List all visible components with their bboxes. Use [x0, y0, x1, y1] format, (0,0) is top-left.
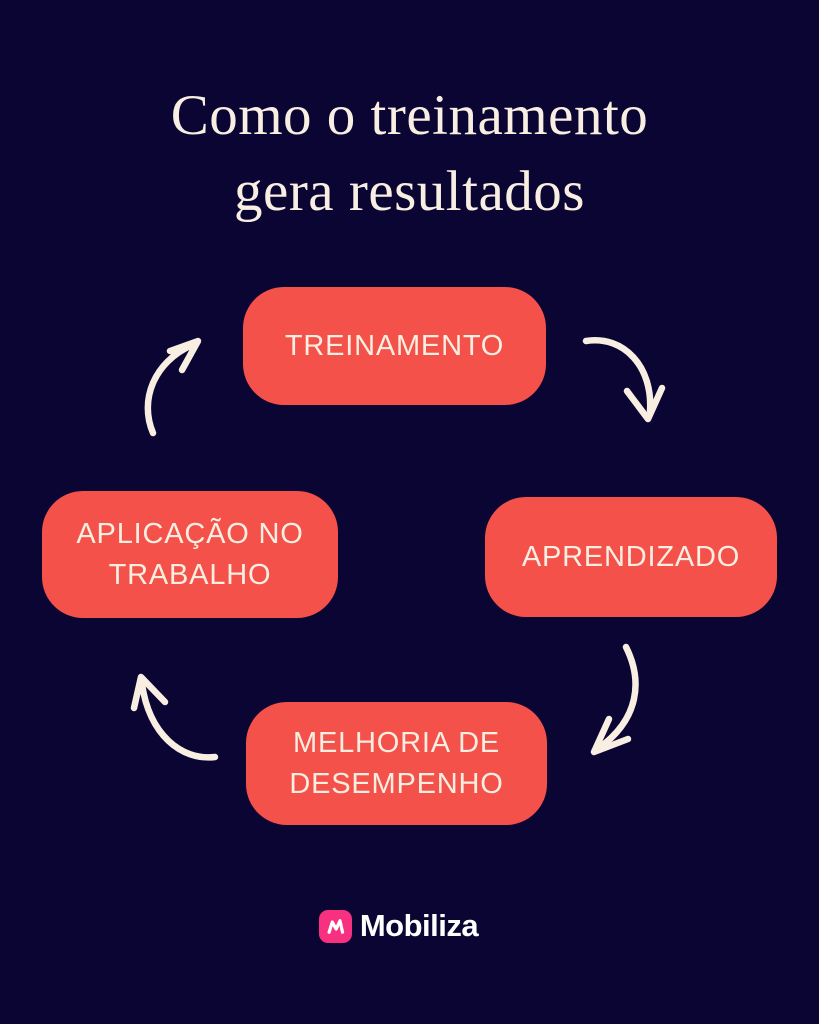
cycle-node-label: APRENDIZADO [521, 540, 741, 573]
brand-logo-text: Mobiliza [359, 908, 479, 943]
mobiliza-m-icon [318, 909, 352, 943]
cycle-node-aplicacao-no-trabalho: APLICAÇÃO NO TRABALHO [42, 491, 338, 618]
arrow-melhoria-to-aplicacao [130, 673, 219, 761]
arrow-treinamento-to-aprendizado [582, 337, 666, 423]
cycle-node-label: TREINAMENTO [284, 329, 505, 362]
cycle-node-aprendizado: APRENDIZADO [485, 497, 777, 617]
cycle-node-label: MELHORIA DE DESEMPENHO [289, 726, 504, 800]
page-title: Como o treinamento gera resultados [0, 78, 819, 230]
page-title-line2: gera resultados [234, 160, 585, 223]
cycle-node-melhoria-de-desempenho: MELHORIA DE DESEMPENHO [246, 702, 547, 825]
page-title-line1: Como o treinamento [170, 84, 649, 147]
cycle-node-label: APLICAÇÃO NO TRABALHO [76, 517, 304, 591]
brand-logo: Mobiliza [0, 908, 808, 944]
cycle-node-treinamento: TREINAMENTO [243, 287, 546, 405]
arrow-aprendizado-to-melhoria [590, 643, 639, 756]
arrow-aplicacao-to-treinamento [144, 337, 202, 437]
